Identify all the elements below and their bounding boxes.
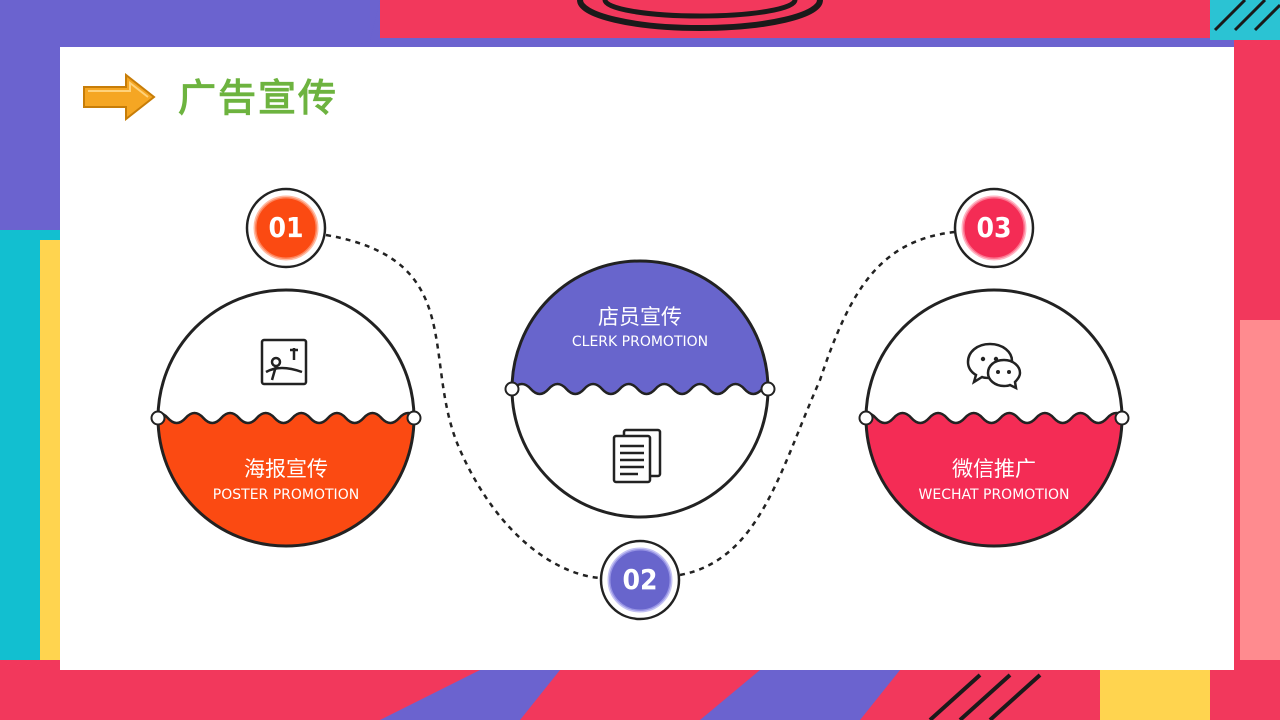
arrow-icon [83,73,156,121]
badge-number-02: 02 [622,563,658,596]
item-title-poster: 海报宣传 [244,457,328,481]
item-subtitle-wechat: WECHAT PROMOTION [918,487,1070,503]
item-title-wechat: 微信推广 [952,457,1036,481]
item-subtitle-poster: POSTER PROMOTION [212,487,360,503]
item-title-clerk: 店员宣传 [598,305,682,329]
badge-03 [953,187,1035,269]
badge-01 [245,187,327,269]
wechat-icon [966,342,1022,391]
badge-number-01: 01 [268,211,304,244]
item-subtitle-clerk: CLERK PROMOTION [571,334,709,350]
page-title: 广告宣传 [178,76,339,120]
documents-icon [612,428,662,484]
badge-number-03: 03 [976,211,1012,244]
circle-wechat [858,288,1130,548]
poster-icon [260,338,308,386]
badge-02 [599,539,681,621]
circle-clerk [504,259,776,519]
circle-poster [150,288,422,548]
dotted-connector [325,230,956,580]
